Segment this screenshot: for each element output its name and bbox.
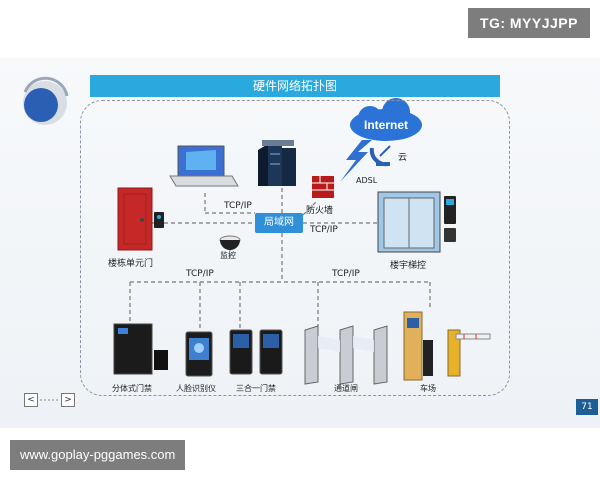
- server-icon: [258, 140, 296, 186]
- cloud-icon: [350, 98, 422, 141]
- parking-barrier-icon: [403, 311, 491, 381]
- split-access-device-icon: [113, 323, 168, 375]
- firewall-icon: [312, 176, 334, 198]
- diagram-frame: [80, 100, 510, 396]
- camera-icon: [219, 235, 241, 250]
- elevator-label: 楼宇梯控: [390, 261, 427, 271]
- lan-node: 局域网: [255, 213, 303, 233]
- camera-label: 监控: [220, 251, 236, 260]
- cloud-label: 云: [398, 153, 408, 163]
- three-in-one-device-icon: [229, 329, 283, 375]
- lightning-icon: [340, 140, 372, 182]
- elevator-icon: [377, 191, 456, 253]
- device-label: 人脸识别仪: [176, 384, 216, 393]
- device-label: 车场: [420, 384, 436, 393]
- device-label: 通道闸: [334, 384, 358, 393]
- door-icon: [117, 187, 164, 251]
- protocol-label: TCP/IP: [310, 225, 338, 235]
- connection-lines: [129, 188, 431, 328]
- adsl-label: ADSL: [356, 176, 378, 185]
- firewall-label: 防火墙: [306, 206, 334, 216]
- prev-slide-button[interactable]: <: [24, 393, 38, 407]
- protocol-label: TCP/IP: [186, 269, 214, 279]
- protocol-label: TCP/IP: [224, 201, 252, 211]
- logo-icon: [23, 76, 69, 125]
- turnstile-icon: [304, 325, 388, 385]
- device-label: 分体式门禁: [112, 384, 152, 393]
- device-label: 三合一门禁: [236, 384, 276, 393]
- cloud-text: Internet: [363, 118, 408, 132]
- url-watermark: www.goplay-pggames.com: [10, 440, 186, 470]
- satellite-icon: [369, 145, 391, 167]
- slide-title: 硬件网络拓扑图: [90, 75, 500, 97]
- next-slide-button[interactable]: >: [61, 393, 75, 407]
- laptop-icon: [169, 145, 239, 187]
- protocol-label: TCP/IP: [332, 269, 360, 279]
- face-recognition-device-icon: [185, 331, 213, 377]
- building-door-label: 楼栋单元门: [108, 259, 154, 269]
- page-number: 71: [576, 399, 598, 415]
- tg-watermark: TG: MYYJJPP: [467, 8, 590, 38]
